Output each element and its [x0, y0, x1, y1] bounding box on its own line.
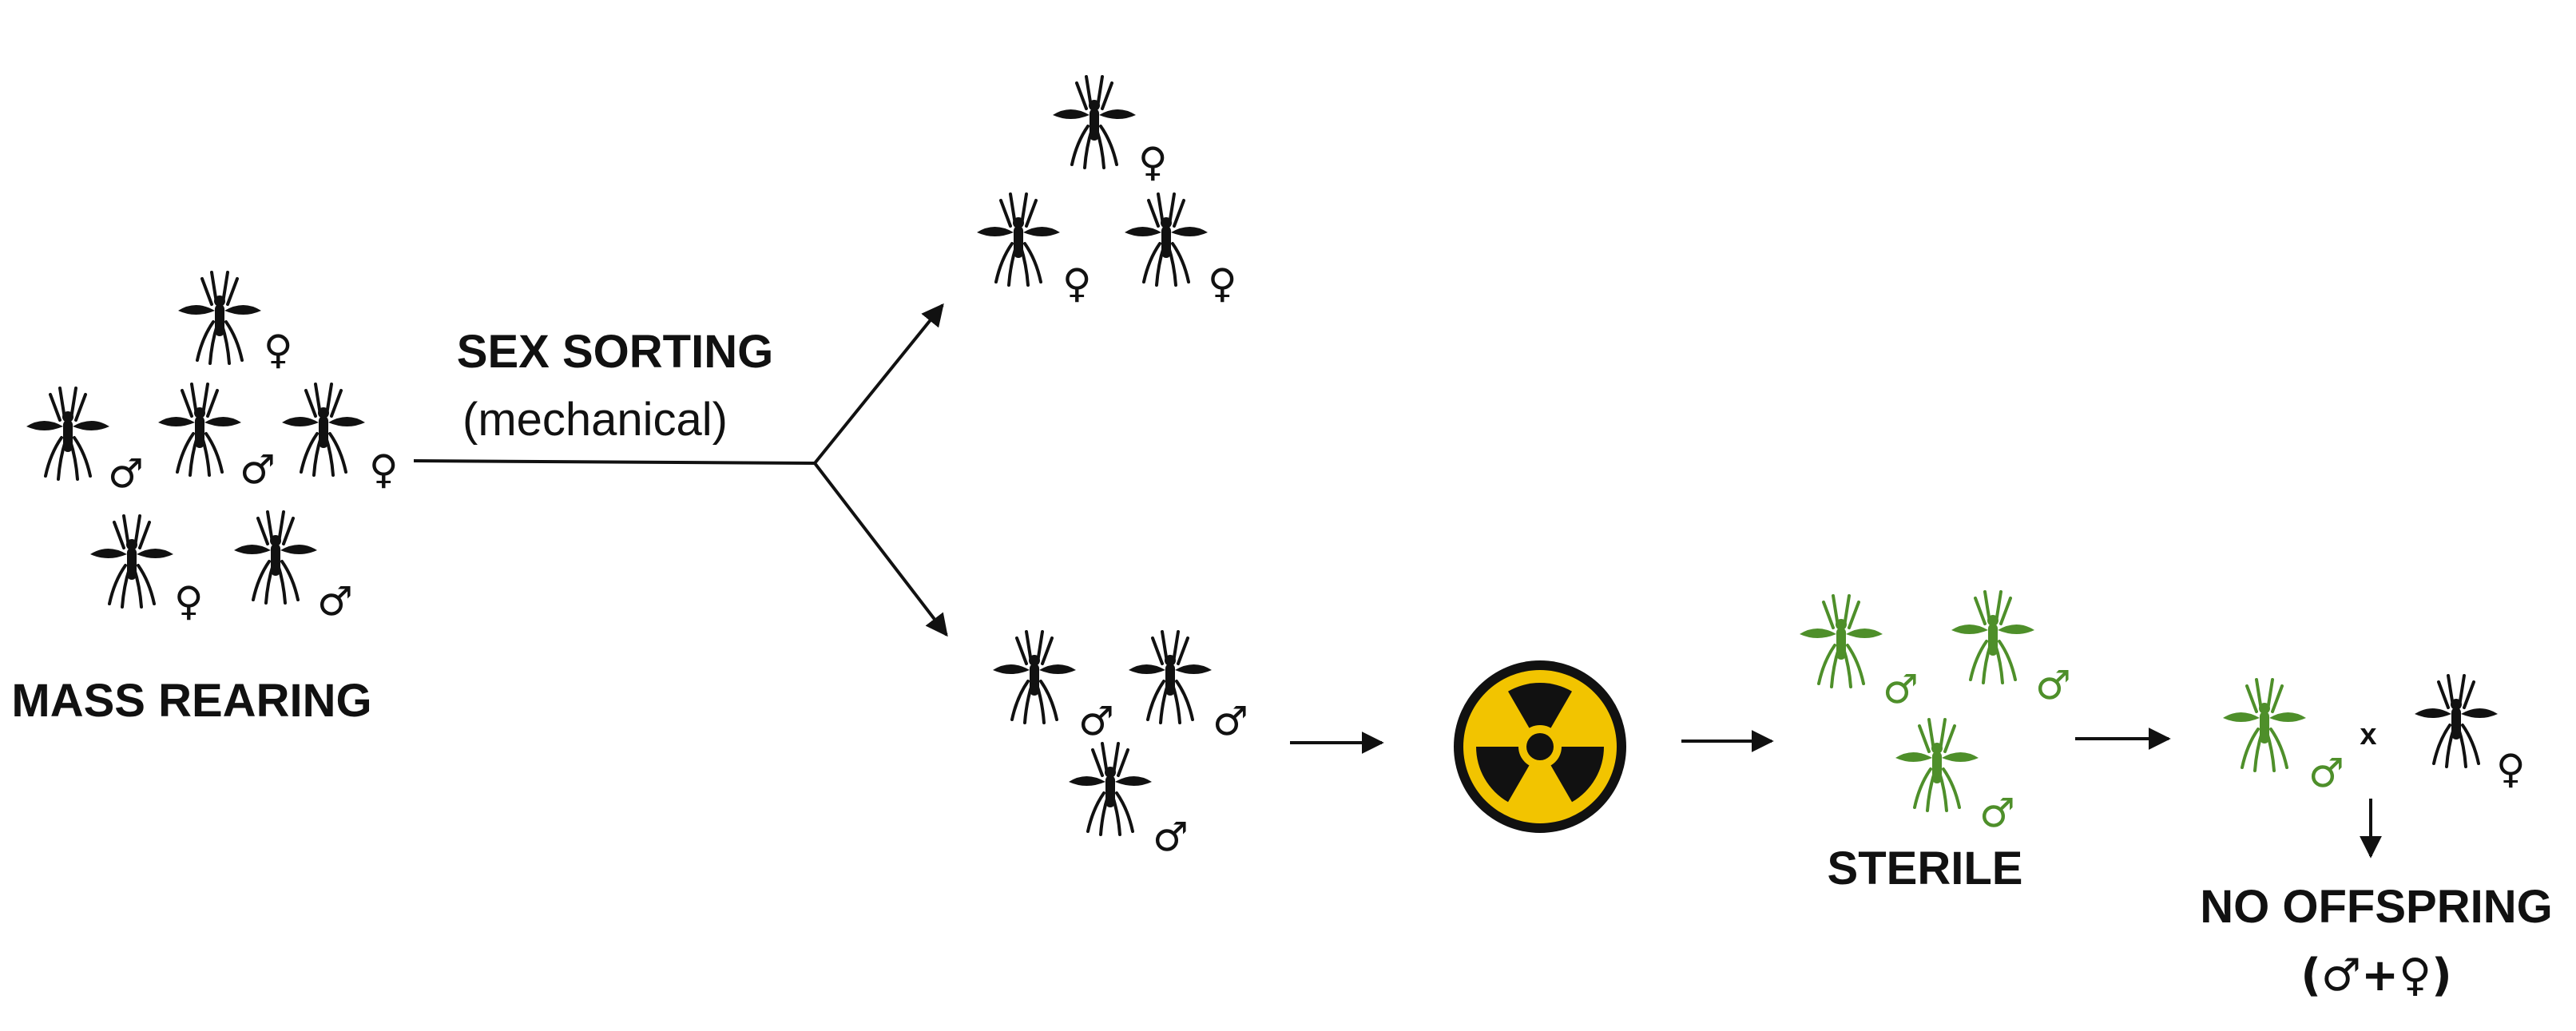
male-symbol: ♂ — [1078, 698, 1114, 744]
female-symbol: ♀ — [1208, 260, 1237, 307]
mosquito-icon — [25, 387, 111, 481]
mosquito-icon — [1950, 590, 2036, 684]
male-symbol: ♂ — [1883, 666, 1919, 712]
cross-symbol: x — [2360, 718, 2376, 751]
sterile-label: STERILE — [1828, 843, 2023, 894]
radiation-icon — [1454, 660, 1626, 833]
sterile-males-group: ♂ ♂ ♂ STERILE — [1798, 590, 2071, 894]
mosquito-icon — [157, 383, 243, 477]
mosquito-icon — [2413, 674, 2499, 768]
mosquito-icon — [1123, 192, 1209, 287]
male-symbol: ♂ — [240, 446, 276, 493]
mosquito-icon — [177, 271, 263, 365]
mosquito-icon — [975, 192, 1062, 287]
mass-rearing-label: MASS REARING — [11, 675, 371, 727]
sex-sorting-method-label: (mechanical) — [462, 394, 728, 446]
male-symbol: ♂ — [1979, 790, 2015, 836]
female-symbol: ♀ — [1062, 260, 1092, 307]
female-symbol: ♀ — [1138, 139, 1168, 185]
mosquito-icon — [280, 383, 367, 477]
male-symbol: ♂ — [2035, 662, 2071, 708]
mosquito-icon — [1067, 742, 1153, 836]
arrow-to-males — [813, 462, 948, 637]
arrow-to-females — [813, 303, 944, 465]
female-symbol: ♀ — [2496, 746, 2526, 792]
sex-sorting-step: SEX SORTING (mechanical) — [413, 303, 948, 637]
male-symbol: ♂ — [108, 450, 144, 497]
no-offspring-label: NO OFFSPRING — [2200, 881, 2552, 933]
male-symbol: ♂ — [2308, 750, 2344, 796]
mosquito-icon — [2221, 678, 2308, 772]
male-symbol: ♂ — [1153, 814, 1189, 860]
no-offspring-sexes-label: (♂+♀) — [2300, 950, 2451, 1001]
female-symbol: ♀ — [174, 578, 204, 625]
mosquito-icon — [991, 630, 1078, 724]
cross-outcome-group: ♂ x ♀ NO OFFSPRING (♂+♀) — [2200, 674, 2553, 1001]
mosquito-icon — [1798, 594, 1884, 688]
mosquito-icon — [1127, 630, 1213, 724]
male-symbol: ♂ — [1213, 698, 1248, 744]
sorted-females-group: ♀ ♀ ♀ — [975, 75, 1237, 307]
female-symbol: ♀ — [369, 446, 399, 493]
sorted-males-group: ♂ ♂ ♂ — [991, 630, 1248, 860]
mosquito-icon — [89, 514, 175, 609]
male-symbol: ♂ — [317, 578, 353, 625]
sorting-line — [413, 459, 816, 465]
mosquito-icon — [1051, 75, 1137, 169]
mass-rearing-group: ♀ ♂ ♂ ♀ ♀ ♂ MASS REARING — [11, 271, 399, 727]
mosquito-icon — [232, 510, 319, 605]
female-symbol: ♀ — [264, 327, 293, 373]
sex-sorting-label: SEX SORTING — [457, 326, 773, 378]
mosquito-icon — [1894, 718, 1980, 812]
